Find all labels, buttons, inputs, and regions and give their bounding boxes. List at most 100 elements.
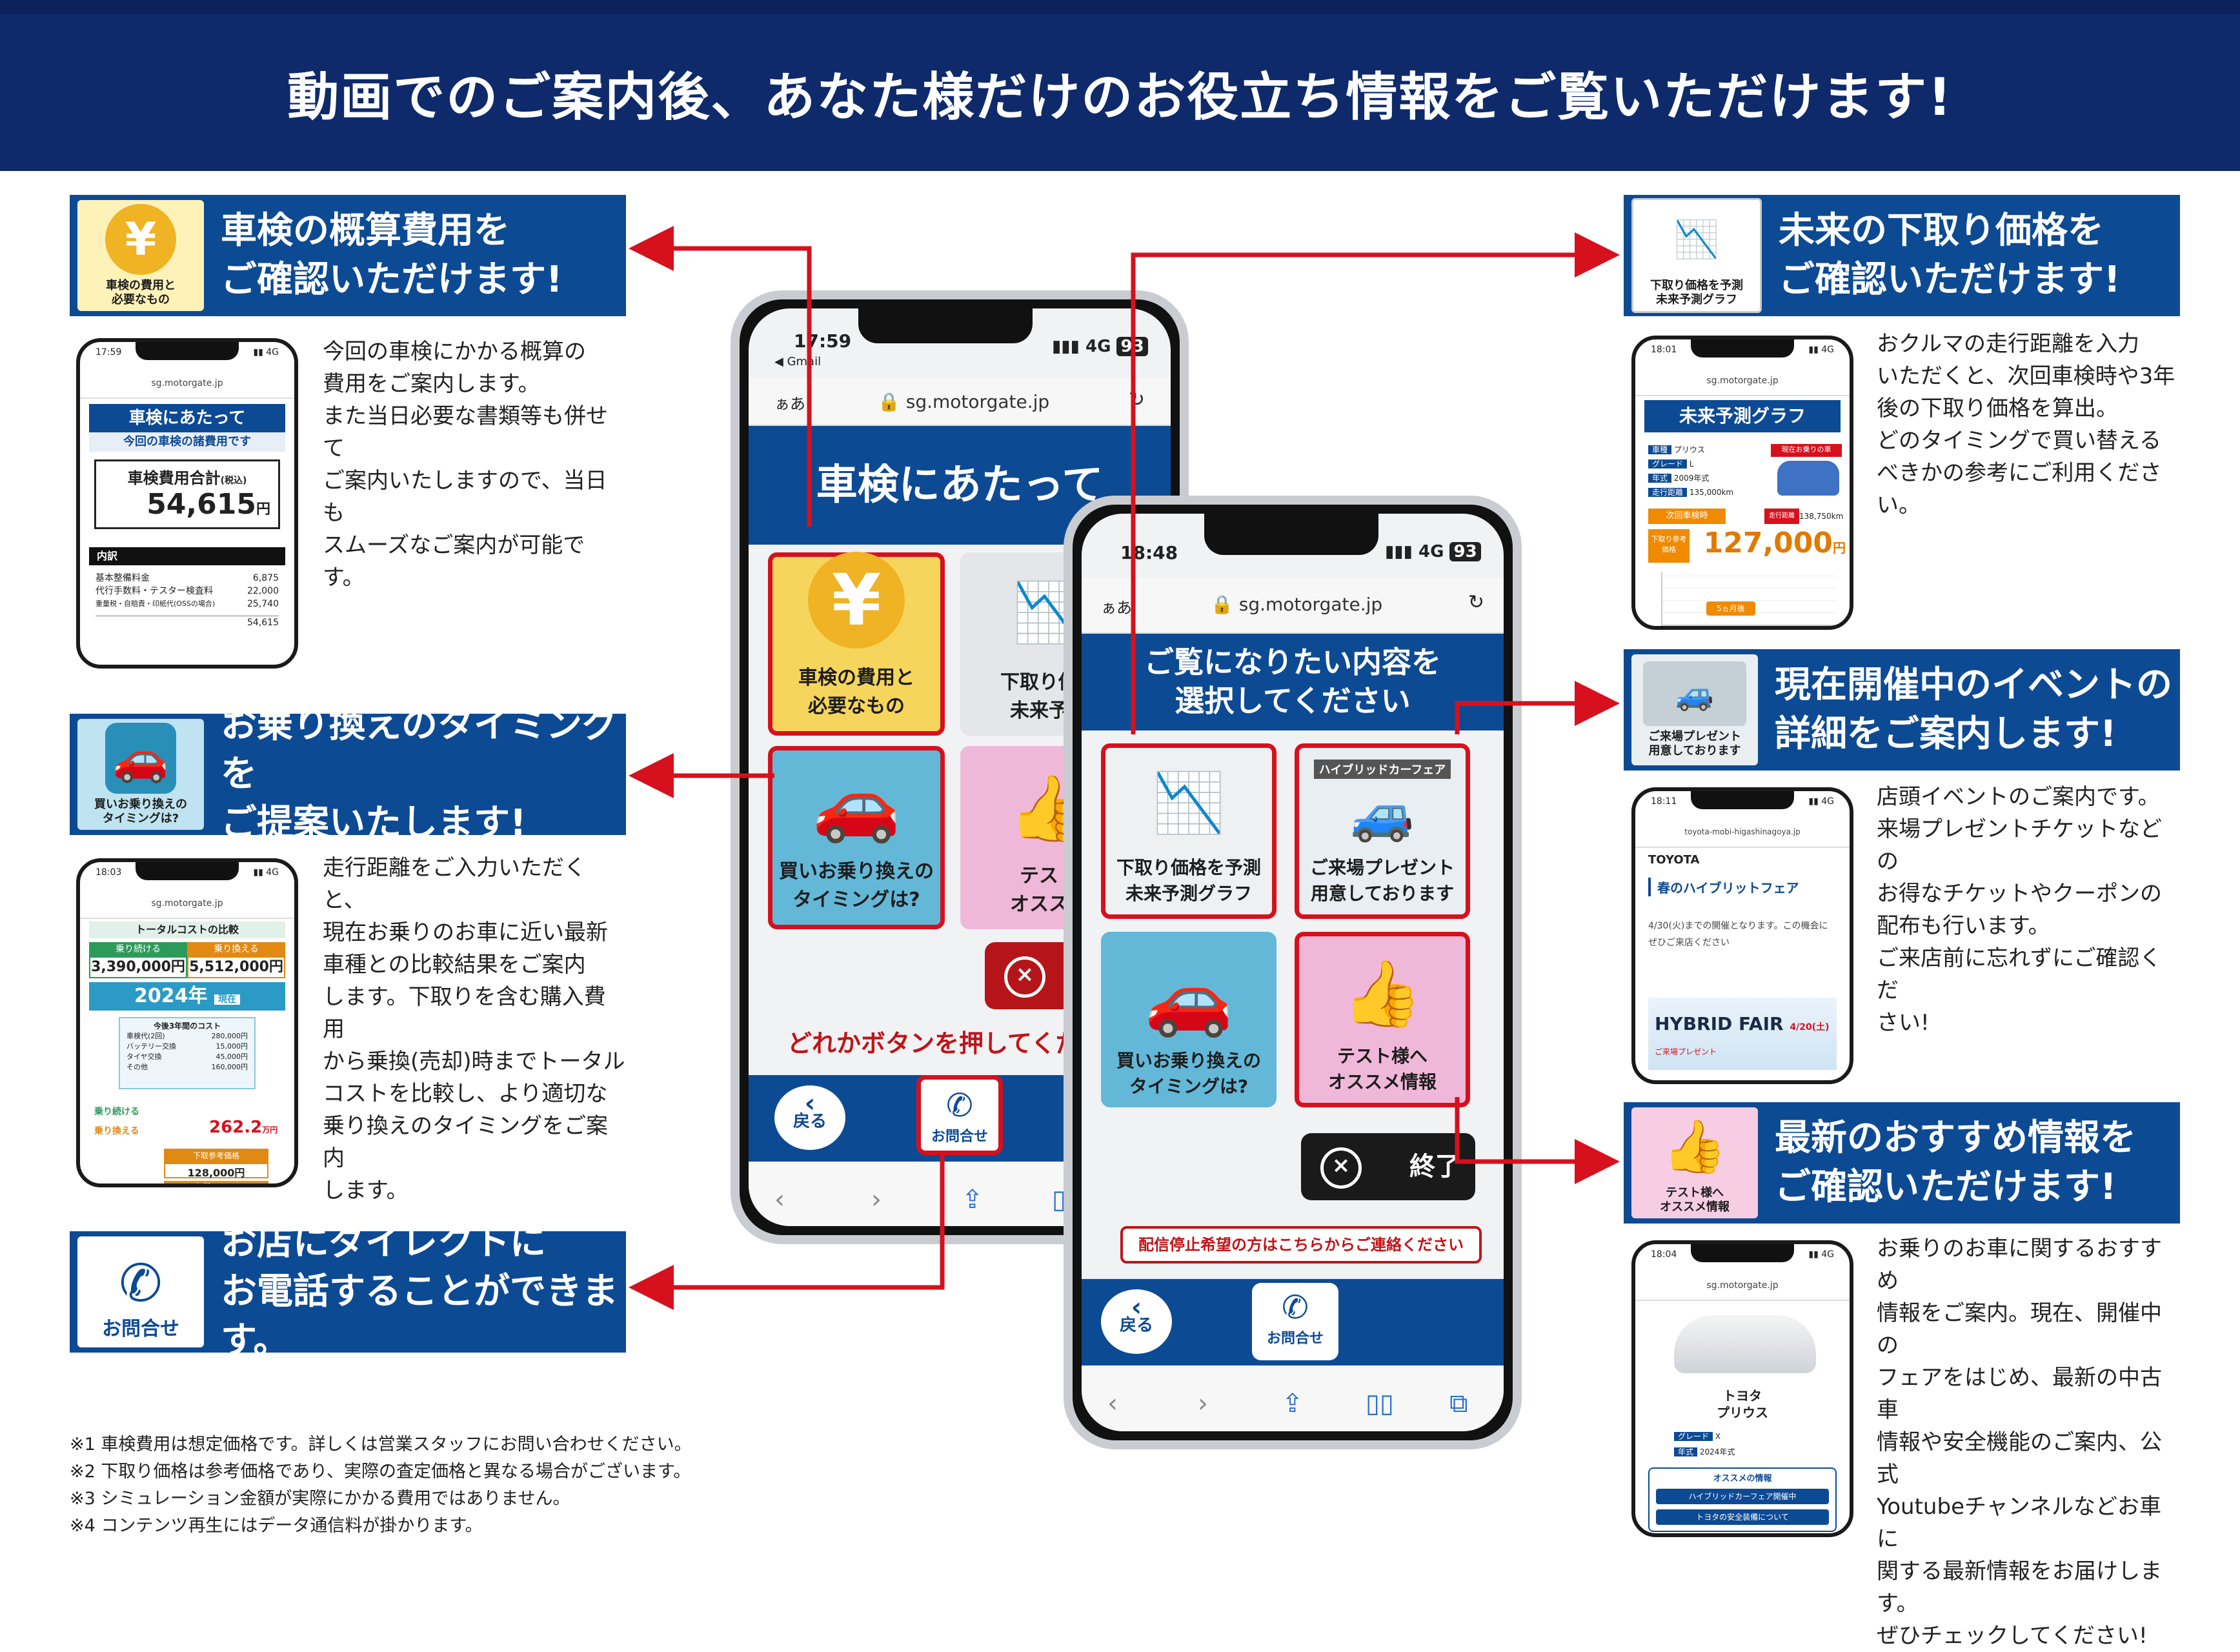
signal-icon: ▮▮ 4G bbox=[1808, 796, 1834, 807]
recommend-icon-tile: 👍 テスト様へオススメ情報 bbox=[1631, 1107, 1758, 1218]
share-icon[interactable]: ⇪ bbox=[962, 1185, 984, 1214]
footnote-4: ※4 コンテンツ再生にはデータ通信料が掛かります。 bbox=[70, 1516, 483, 1536]
footnotes: ※1 車検費用は想定価格です。詳しくは営業スタッフにお問い合わせください。 ※2… bbox=[70, 1431, 844, 1540]
phone-front-browser-bar: ‹ › ⇪ ▯▯ ⧉ bbox=[1082, 1365, 1504, 1431]
phone-front-unsubscribe[interactable]: 配信停止希望の方はこちらからご連絡ください bbox=[1120, 1226, 1482, 1264]
phone-front-back-button[interactable]: ‹戻る bbox=[1101, 1289, 1172, 1354]
thumb-timing-year: 2024年 現在 bbox=[89, 982, 285, 1011]
event-title-1: 現在開催中のイベントの bbox=[1775, 664, 2172, 706]
thumb-tradein-time: 18:01 bbox=[1651, 345, 1677, 355]
signal-icon: ▮▮ 4G bbox=[1808, 345, 1834, 355]
section-tradein-header: 📉 下取り価格を予測未来予測グラフ 未来の下取り価格を ご確認いただけます! bbox=[1624, 195, 2180, 316]
timing-description: 走行距離をご入力いただくと、現在お乗りのお車に近い最新車種との比較結果をご案内し… bbox=[323, 855, 625, 1204]
phone-back-tile-cost[interactable]: ¥ 車検の費用と必要なもの bbox=[768, 552, 945, 736]
signal-icon: ▮▮ 4G bbox=[253, 867, 279, 878]
thumb-timing-left-tag: 乗り続ける bbox=[89, 942, 187, 956]
arrow-tradein bbox=[1131, 232, 1620, 734]
connector-arrows bbox=[629, 226, 1620, 1310]
tradein-icon-tile: 📉 下取り価格を予測未来予測グラフ bbox=[1631, 198, 1762, 313]
recommend-icon-caption: テスト様へオススメ情報 bbox=[1660, 1186, 1730, 1214]
thumb-timing-url: sg.motorgate.jp bbox=[80, 898, 294, 919]
thumb-tradein-marker: 5ヵ月後 bbox=[1706, 601, 1755, 616]
event-icon-tile: 🚙 ご来場プレゼント用意しております bbox=[1631, 654, 1758, 765]
browser-forward-icon[interactable]: › bbox=[871, 1185, 882, 1214]
thumb-cost-total-label: 車検費用合計 bbox=[127, 469, 221, 487]
thumbs-up-icon: 👍 bbox=[1342, 956, 1423, 1031]
thumb-timing-phone: 18:03▮▮ 4G sg.motorgate.jp トータルコストの比較 乗り… bbox=[76, 858, 298, 1187]
cost-description: 今回の車検にかかる概算の費用をご案内します。また当日必要な書類等も併せてご案内い… bbox=[323, 339, 608, 590]
phone-front-end-button[interactable]: × 終了 bbox=[1301, 1133, 1475, 1200]
bookmarks-icon[interactable]: ▯▯ bbox=[1366, 1389, 1395, 1418]
tradein-title-1: 未来の下取り価格を bbox=[1779, 210, 2104, 252]
arrow-call bbox=[629, 1155, 945, 1310]
footnote-2: ※2 下取り価格は参考価格であり、実際の査定価格と異なる場合がございます。 bbox=[70, 1462, 691, 1482]
recommend-title-2: ご確認いただけます! bbox=[1775, 1166, 2117, 1208]
recommend-title-1: 最新のおすすめ情報を bbox=[1775, 1117, 2136, 1159]
browser-forward-icon[interactable]: › bbox=[1198, 1389, 1208, 1418]
thumbs-up-icon: 👍 bbox=[1659, 1111, 1730, 1182]
section-event-header: 🚙 ご来場プレゼント用意しております 現在開催中のイベントの 詳細をご案内します… bbox=[1624, 649, 2180, 771]
thumb-event-url: toyota-mobi-higashinagoya.jp bbox=[1635, 827, 1850, 848]
call-icon-caption: お問合せ bbox=[102, 1318, 179, 1340]
phone-front-urlbar[interactable]: ぁあ 🔒 sg.motorgate.jp ↻ bbox=[1082, 578, 1504, 634]
cost-icon-caption: 車検の費用と必要なもの bbox=[106, 279, 176, 307]
phone-front-tile-timing[interactable]: 🚗 買いお乗り換えのタイミングは? bbox=[1101, 932, 1276, 1107]
phone-icon: ✆ bbox=[946, 1087, 973, 1124]
signal-icon: ▮▮ 4G bbox=[253, 347, 279, 358]
phone-front-tile-event[interactable]: ハイブリッドカーフェア 🚙 ご来場プレゼント用意しております bbox=[1295, 743, 1470, 919]
thumb-timing-right-tag: 乗り換える bbox=[187, 942, 285, 956]
suv-icon: 🚙 bbox=[1643, 661, 1746, 726]
prius-image bbox=[1674, 1315, 1816, 1373]
phone-back-tile-timing[interactable]: 🚗 買いお乗り換えのタイミングは? bbox=[768, 746, 945, 929]
signal-icon: ▮▮ 4G bbox=[1808, 1249, 1834, 1260]
phone-back-contact-button[interactable]: ✆お問合せ bbox=[916, 1075, 1003, 1155]
share-icon[interactable]: ⇪ bbox=[1282, 1389, 1304, 1418]
footnote-1: ※1 車検費用は想定価格です。詳しくは営業スタッフにお問い合わせください。 bbox=[70, 1435, 692, 1455]
phone-front-kana: ぁあ bbox=[1101, 599, 1132, 617]
arrow-event bbox=[1455, 681, 1620, 734]
thumb-tradein-badge: 現在お乗りの車 bbox=[1771, 444, 1842, 457]
tabs-icon[interactable]: ⧉ bbox=[1449, 1389, 1468, 1418]
phone-front-tile-recommend[interactable]: 👍 テスト様へオススメ情報 bbox=[1295, 932, 1470, 1107]
phone-back-url: 🔒 sg.motorgate.jp bbox=[878, 391, 1050, 412]
phone-back-time: 17:59 bbox=[794, 330, 852, 352]
phone-back-back-button[interactable]: ‹戻る bbox=[774, 1085, 845, 1150]
phone-back-urlbar[interactable]: ぁあ 🔒 sg.motorgate.jp ↻ bbox=[749, 378, 1171, 426]
thumb-recommend-car: トヨタプリウス bbox=[1717, 1388, 1768, 1420]
phone-back-kana: ぁあ bbox=[774, 395, 805, 413]
yen-coin-icon: ¥ bbox=[105, 204, 176, 275]
thumb-timing-continue: 乗り続ける bbox=[94, 1107, 139, 1117]
thumb-tradein-url: sg.motorgate.jp bbox=[1635, 376, 1850, 396]
browser-back-icon[interactable]: ‹ bbox=[1107, 1389, 1118, 1418]
browser-back-icon[interactable]: ‹ bbox=[774, 1185, 785, 1214]
car-icon: 🚗 bbox=[1144, 957, 1233, 1040]
thumb-tradein-mileage: 138,750km bbox=[1799, 512, 1844, 521]
event-description: 店頭イベントのご案内です。来場プレゼントチケットなどのお得なチケットやクーポンの… bbox=[1877, 784, 2162, 1036]
tradein-description: おクルマの走行距離を入力いただくと、次回車検時や3年後の下取り価格を算出。どのタ… bbox=[1877, 331, 2175, 518]
thumb-tradein-spec: 車種 プリウス グレード L 年式 2009年式 走行距離 135,000km bbox=[1648, 443, 1764, 499]
thumb-cost-time: 17:59 bbox=[96, 347, 122, 358]
thumb-tradein-next: 次回車検時 bbox=[1648, 509, 1726, 524]
timing-title-1: お乗り換えのタイミングを bbox=[221, 704, 618, 795]
thumb-cost-phone: 17:59▮▮ 4G sg.motorgate.jp 車検にあたって 今回の車検… bbox=[76, 338, 298, 669]
timing-title-2: ご提案いたします! bbox=[221, 802, 527, 844]
thumb-tradein-price-label: 下取り参考価格 bbox=[1648, 529, 1690, 563]
phone-front-time: 18:48 bbox=[1120, 542, 1178, 563]
thumb-event-brand: TOYOTA bbox=[1648, 853, 1700, 867]
line-chart-icon: 📉 bbox=[1661, 204, 1732, 275]
thumb-tradein-price: 127,000円 bbox=[1703, 527, 1846, 559]
thumb-tradein-mileage-label: 走行距離 bbox=[1764, 509, 1799, 524]
reload-icon[interactable]: ↻ bbox=[1468, 591, 1484, 614]
phone-front-tile-tradein[interactable]: 📉 下取り価格を予測未来予測グラフ bbox=[1101, 743, 1276, 919]
close-icon: × bbox=[1320, 1147, 1362, 1189]
phone-front-contact-button[interactable]: ✆お問合せ bbox=[1252, 1283, 1338, 1360]
timing-icon-tile: 🚗 買いお乗り換えのタイミングは? bbox=[77, 719, 204, 830]
thumb-cost-sub: 今回の車検の諸費用です bbox=[89, 432, 285, 452]
chevron-left-icon: ‹ bbox=[804, 1089, 816, 1118]
thumb-cost-breakdown: 内訳 bbox=[89, 547, 285, 565]
thumb-event-banner: HYBRID FAIR 4/20(土) ご来場プレゼント bbox=[1648, 998, 1837, 1070]
phone-back: 17:59 ◀ Gmail ▮▮▮ 4G 93 ぁあ 🔒 sg.motorgat… bbox=[731, 290, 1189, 1244]
call-title-1: お店にダイレクトに bbox=[221, 1222, 546, 1264]
